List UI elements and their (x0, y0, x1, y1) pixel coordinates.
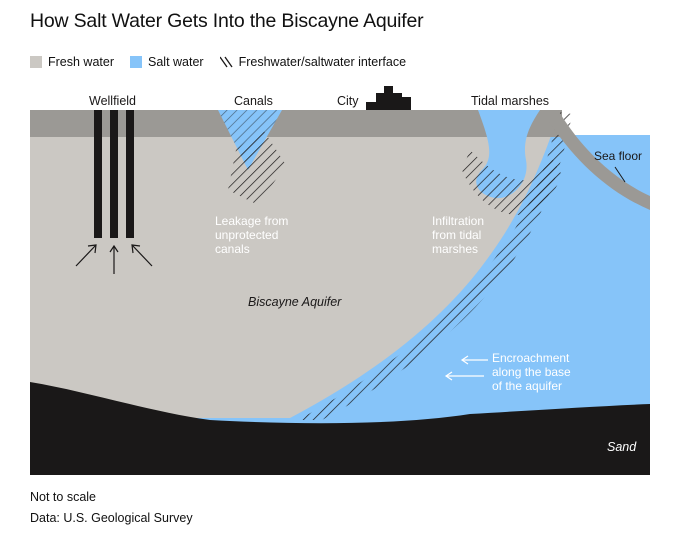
data-source: Data: U.S. Geological Survey (30, 511, 193, 525)
biscayne-aquifer-body (30, 110, 560, 418)
infiltration-label-line: Infiltration (432, 214, 484, 228)
well-pipe (94, 110, 102, 238)
well-pipe (110, 110, 118, 238)
legend-label: Fresh water (48, 55, 114, 69)
legend-item-salt-water: Salt water (130, 55, 204, 69)
scale-note: Not to scale (30, 490, 97, 504)
encroachment-label-line: along the base (492, 365, 571, 379)
sea-floor-label: Sea floor (594, 149, 642, 163)
sand-label: Sand (607, 440, 637, 454)
infiltration-label-line: marshes (432, 242, 478, 256)
wellfield-label: Wellfield (89, 94, 136, 108)
land-surface (30, 110, 562, 137)
legend: Fresh water Salt water Freshwater/saltwa… (30, 54, 422, 70)
sand-layer (30, 382, 650, 475)
encroachment-arrows (444, 355, 488, 381)
leakage-label-line: canals (215, 242, 250, 256)
legend-item-interface: Freshwater/saltwater interface (219, 55, 407, 69)
sea-floor (548, 110, 650, 210)
infiltration-label-line: from tidal (432, 228, 481, 242)
interface-hatch-swatch (219, 56, 233, 68)
city-label: City (337, 94, 359, 108)
well-pipe (126, 110, 134, 238)
encroachment-label-line: of the aquifer (492, 379, 562, 393)
leakage-label-line: Leakage from (215, 214, 288, 228)
tidal-marshes-label: Tidal marshes (471, 94, 549, 108)
aquifer-label: Biscayne Aquifer (248, 295, 342, 309)
aquifer-diagram: Wellfield Canals City Tidal marshes Sea … (30, 86, 650, 475)
legend-label: Salt water (148, 55, 204, 69)
diagram-title: How Salt Water Gets Into the Biscayne Aq… (30, 10, 424, 32)
legend-label: Freshwater/saltwater interface (238, 55, 407, 69)
city-skyline-icon (366, 86, 411, 110)
salt-water-swatch (130, 56, 142, 68)
canals-label: Canals (234, 94, 273, 108)
leakage-label-line: unprotected (215, 228, 278, 242)
canal-leakage-interface (228, 128, 286, 205)
encroachment-label-line: Encroachment (492, 351, 570, 365)
legend-item-fresh-water: Fresh water (30, 55, 114, 69)
fresh-water-swatch (30, 56, 42, 68)
well-inflow-arrows (75, 244, 153, 274)
sea-floor-leader-line (614, 166, 626, 183)
